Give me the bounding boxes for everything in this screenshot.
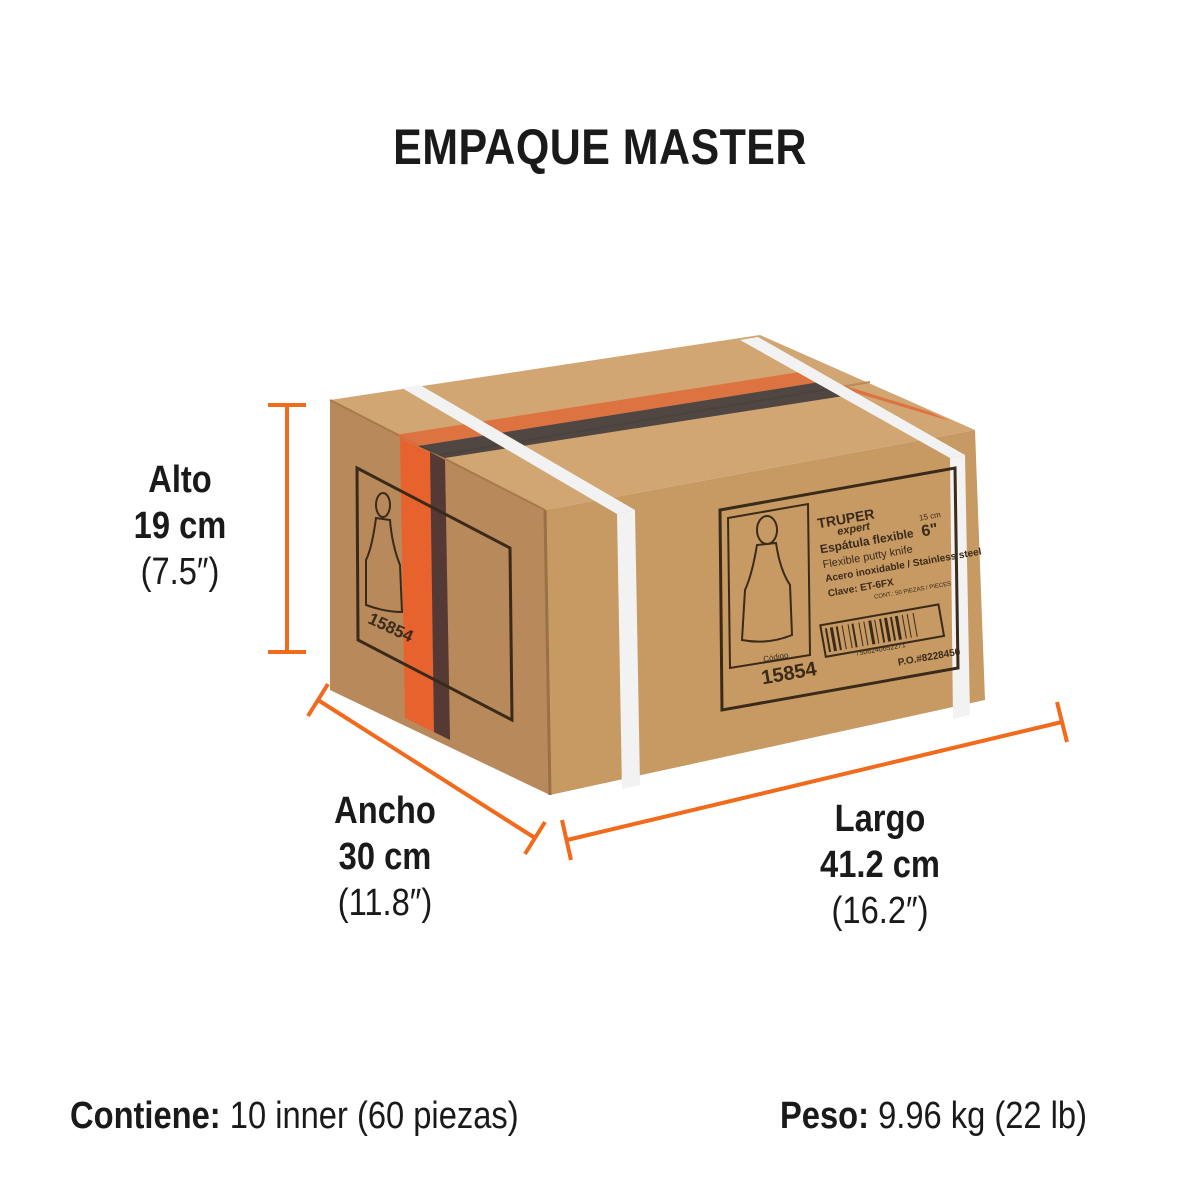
dimension-alto: Alto 19 cm (7.5″)	[120, 457, 240, 595]
barcode-icon	[819, 603, 946, 658]
dimension-label: Largo	[834, 798, 926, 840]
weight-value: 9.96 kg (22 lb)	[878, 1095, 1087, 1137]
barcode-bar	[829, 627, 837, 652]
barcode-bar	[835, 626, 842, 651]
barcode-bar	[879, 618, 886, 643]
label-size-in: 6"	[920, 521, 939, 541]
dimension-label: Alto	[148, 459, 212, 501]
barcode-bar	[868, 620, 876, 645]
front-label-frame	[718, 466, 960, 712]
dimension-metric: 30 cm	[338, 836, 432, 878]
dimension-label: Ancho	[334, 790, 436, 832]
barcode-bar	[858, 622, 864, 647]
dimension-metric: 19 cm	[133, 505, 227, 547]
packing-tape	[430, 452, 450, 740]
strap-band	[740, 337, 965, 458]
box-edge	[543, 509, 552, 796]
packing-tape	[395, 372, 820, 446]
length-dimension-marker	[560, 701, 1069, 861]
barcode-bar	[883, 617, 892, 642]
strap-band	[402, 385, 635, 514]
barcode-bar	[912, 612, 918, 637]
label-brand-sub: expert	[836, 520, 872, 538]
dimension-imperial: (11.8″)	[337, 882, 433, 924]
weight-label: Peso:	[780, 1095, 869, 1137]
barcode-bar	[906, 613, 912, 638]
product-image-frame	[726, 502, 812, 670]
barcode-bar	[901, 614, 907, 639]
footer-contents: Contiene: 10 inner (60 piezas)	[70, 1095, 519, 1138]
barcode-bar	[824, 628, 832, 653]
barcode-bar	[889, 616, 897, 641]
dimension-imperial: (7.5″)	[140, 551, 220, 593]
spatula-icon	[740, 515, 794, 643]
dimension-imperial: (16.2″)	[831, 890, 929, 932]
strap-band	[617, 510, 640, 789]
barcode-bar	[851, 623, 858, 648]
dimension-ancho: Ancho 30 cm (11.8″)	[325, 788, 445, 926]
page-title: EMPAQUE MASTER	[393, 119, 807, 175]
spatula-icon	[365, 492, 404, 614]
contents-label: Contiene:	[70, 1095, 221, 1137]
footer-weight: Peso: 9.96 kg (22 lb)	[780, 1095, 1087, 1138]
side-label-frame	[355, 465, 514, 723]
barcode-bar	[874, 619, 880, 644]
label-codigo-label: Código	[763, 651, 790, 664]
box-edge	[329, 399, 546, 511]
contents-value: 10 inner (60 piezas)	[229, 1095, 519, 1137]
packing-tape	[418, 382, 850, 458]
dimension-largo: Largo 41.2 cm (16.2″)	[803, 796, 958, 934]
label-size-cm: 15 cm	[918, 510, 941, 523]
barcode-bar	[894, 615, 902, 640]
box-front-face	[545, 430, 985, 795]
barcode-bar	[847, 624, 853, 649]
barcode-bar	[863, 621, 869, 646]
barcode-bar	[841, 625, 847, 650]
dimension-metric: 41.2 cm	[820, 844, 940, 886]
height-dimension-marker	[268, 403, 306, 654]
width-dimension-marker	[306, 682, 547, 856]
